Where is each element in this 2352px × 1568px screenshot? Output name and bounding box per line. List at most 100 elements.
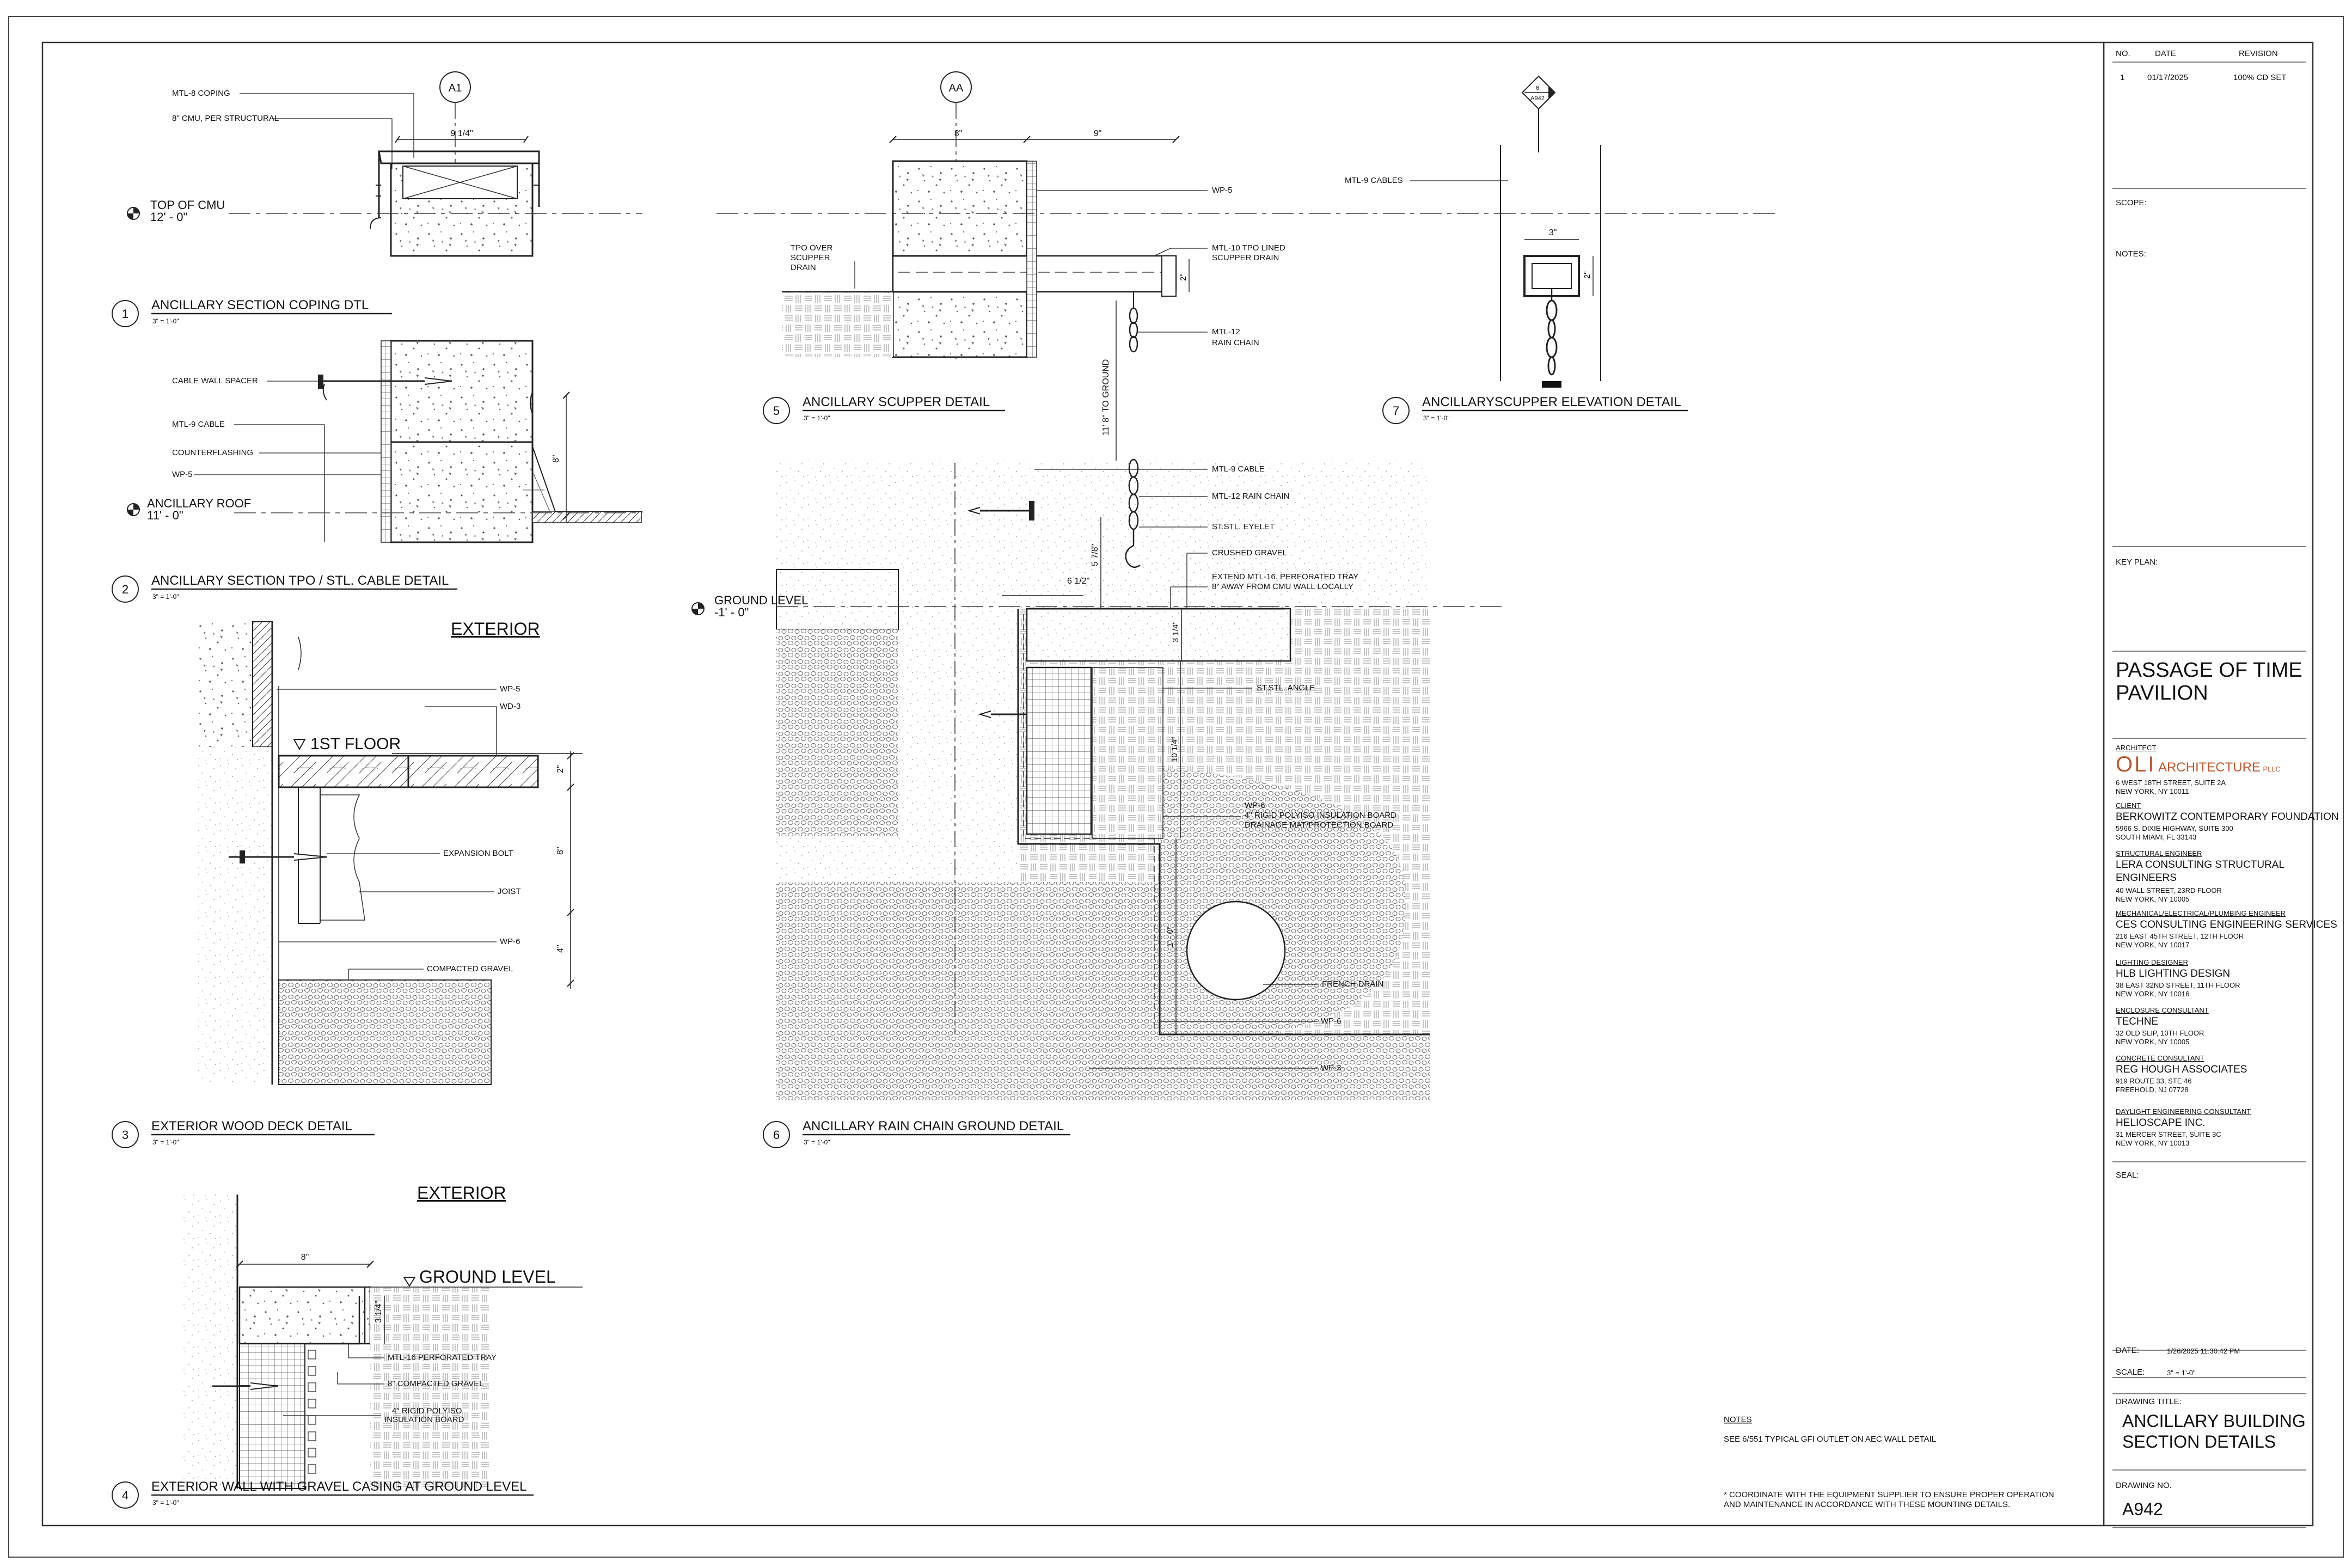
svg-text:MTL-12: MTL-12 bbox=[1212, 327, 1240, 336]
grid-bubble-aa-text: AA bbox=[949, 82, 964, 94]
scale-label: SCALE: bbox=[2116, 1368, 2145, 1377]
scope-label: SCOPE: bbox=[2116, 198, 2147, 207]
svg-text:MTL-9 CABLE: MTL-9 CABLE bbox=[172, 420, 225, 429]
lighting-addr1: 38 EAST 32ND STREET, 11TH FLOOR bbox=[2116, 981, 2240, 989]
title-block-border bbox=[2103, 41, 2314, 1527]
svg-text:4": 4" bbox=[556, 945, 565, 953]
detail-6-rain-chain-ground: 6 1/2" 5 7/8" 3 1/4" 10 1/4" 1' - 0" MTL… bbox=[691, 458, 1503, 1148]
svg-text:3" = 1'-0": 3" = 1'-0" bbox=[152, 1138, 179, 1146]
svg-text:10 1/4": 10 1/4" bbox=[1170, 737, 1179, 762]
architect-role: ARCHITECT bbox=[2116, 744, 2157, 752]
svg-text:EXTEND MTL-16. PERFORATED TRAY: EXTEND MTL-16. PERFORATED TRAY bbox=[1212, 572, 1358, 581]
svg-text:WD-3: WD-3 bbox=[500, 702, 520, 711]
concrete-addr2: FREEHOLD, NJ 07728 bbox=[2116, 1086, 2189, 1094]
svg-text:ANCILLARY SCUPPER DETAIL: ANCILLARY SCUPPER DETAIL bbox=[803, 395, 990, 409]
svg-text:TPO OVER: TPO OVER bbox=[791, 243, 833, 253]
svg-text:2": 2" bbox=[1179, 273, 1188, 281]
svg-text:3 1/4": 3 1/4" bbox=[1171, 621, 1180, 642]
svg-text:3" = 1'-0": 3" = 1'-0" bbox=[152, 593, 179, 601]
svg-text:9 1/4": 9 1/4" bbox=[450, 129, 473, 138]
svg-text:6: 6 bbox=[1536, 85, 1539, 91]
client-addr2: SOUTH MIAMI, FL 33143 bbox=[2116, 833, 2197, 841]
mep-role: MECHANICAL/ELECTRICAL/PLUMBING ENGINEER bbox=[2116, 909, 2286, 917]
svg-text:ANCILLARYSCUPPER ELEVATION DET: ANCILLARYSCUPPER ELEVATION DETAIL bbox=[1422, 395, 1681, 409]
lighting-addr2: NEW YORK, NY 10016 bbox=[2116, 990, 2190, 998]
svg-text:WP-6: WP-6 bbox=[500, 937, 520, 946]
svg-text:11' - 0": 11' - 0" bbox=[147, 509, 183, 522]
level-ground: GROUND LEVEL -1' - 0" bbox=[691, 593, 1503, 619]
lighting-name: HLB LIGHTING DESIGN bbox=[2116, 968, 2231, 979]
svg-text:MTL-10 TPO LINED: MTL-10 TPO LINED bbox=[1212, 243, 1285, 253]
lighting-role: LIGHTING DESIGNER bbox=[2116, 958, 2188, 966]
svg-text:8": 8" bbox=[954, 129, 963, 138]
client-addr1: 5966 S. DIXIE HIGHWAY, SUITE 300 bbox=[2116, 824, 2233, 832]
date-label: DATE: bbox=[2116, 1346, 2140, 1355]
level-first-floor: 1ST FLOOR bbox=[293, 735, 583, 754]
svg-text:INSULATION BOARD: INSULATION BOARD bbox=[384, 1415, 464, 1424]
drawing-number: A942 bbox=[2122, 1499, 2163, 1519]
mep-name: CES CONSULTING ENGINEERING SERVICES bbox=[2116, 919, 2337, 930]
svg-text:ANCILLARY RAIN CHAIN GROUND DE: ANCILLARY RAIN CHAIN GROUND DETAIL bbox=[803, 1119, 1064, 1134]
architect-logo: OLI ARCHITECTURE PLLC bbox=[2116, 752, 2281, 777]
svg-text:8": 8" bbox=[556, 847, 565, 855]
svg-text:1' - 0": 1' - 0" bbox=[1166, 927, 1175, 947]
svg-text:SCUPPER: SCUPPER bbox=[791, 253, 830, 262]
svg-text:WP-5: WP-5 bbox=[500, 684, 520, 694]
level-ancillary-roof: ANCILLARY ROOF 11' - 0" bbox=[127, 497, 642, 522]
concrete-role: CONCRETE CONSULTANT bbox=[2116, 1054, 2204, 1062]
svg-text:ANCILLARY SECTION TPO / STL. C: ANCILLARY SECTION TPO / STL. CABLE DETAI… bbox=[151, 573, 449, 588]
seal-label: SEAL: bbox=[2116, 1171, 2139, 1180]
svg-text:3" = 1'-0": 3" = 1'-0" bbox=[804, 1138, 830, 1146]
date-value: 1/26/2025 11:30:42 PM bbox=[2167, 1347, 2240, 1355]
svg-text:3": 3" bbox=[1549, 228, 1557, 237]
structural-name2: ENGINEERS bbox=[2116, 872, 2177, 884]
section-marker: 6 A942 bbox=[1521, 75, 1556, 152]
svg-text:* COORDINATE WITH THE EQUIPMEN: * COORDINATE WITH THE EQUIPMENT SUPPLIER… bbox=[1724, 1490, 2054, 1499]
architect-addr1: 6 WEST 18TH STREET, SUITE 2A bbox=[2116, 779, 2226, 787]
svg-text:GROUND LEVEL: GROUND LEVEL bbox=[714, 593, 808, 607]
scale-value: 3" = 1'-0" bbox=[2167, 1369, 2196, 1377]
svg-text:-1' - 0": -1' - 0" bbox=[714, 605, 749, 619]
svg-text:COUNTERFLASHING: COUNTERFLASHING bbox=[172, 448, 253, 457]
rain-chain-top bbox=[1129, 307, 1138, 353]
architect-logo-mark: OLI bbox=[2116, 752, 2156, 776]
svg-text:MTL-9 CABLES: MTL-9 CABLES bbox=[1345, 176, 1403, 185]
title-block-rules bbox=[2112, 62, 2306, 1528]
client-name: BERKOWITZ CONTEMPORARY FOUNDATION bbox=[2116, 811, 2339, 823]
svg-text:7: 7 bbox=[1393, 404, 1399, 418]
svg-text:2: 2 bbox=[122, 583, 128, 596]
svg-text:3 1/4": 3 1/4" bbox=[374, 1301, 383, 1323]
svg-text:ANCILLARY ROOF: ANCILLARY ROOF bbox=[147, 497, 251, 510]
structural-name: LERA CONSULTING STRUCTURAL bbox=[2116, 859, 2285, 871]
svg-text:MTL-9 CABLE: MTL-9 CABLE bbox=[1212, 464, 1265, 474]
svg-text:11' 8" TO GROUND: 11' 8" TO GROUND bbox=[1101, 359, 1111, 436]
detail-5-scupper: AA 8" 9" 2" 11' 8" TO GROUND WP-5 TPO OV… bbox=[716, 71, 1775, 642]
outer-border bbox=[8, 16, 2344, 1558]
project-title-line2: PAVILION bbox=[2116, 682, 2208, 705]
svg-text:EXTERIOR: EXTERIOR bbox=[451, 619, 540, 639]
svg-text:MTL-8 COPING: MTL-8 COPING bbox=[172, 89, 230, 98]
svg-text:AND MAINTENANCE IN ACCORDANCE: AND MAINTENANCE IN ACCORDANCE WITH THESE… bbox=[1724, 1500, 2010, 1509]
svg-text:3" = 1'-0": 3" = 1'-0" bbox=[152, 317, 179, 325]
svg-text:MTL-16 PERFORATED TRAY: MTL-16 PERFORATED TRAY bbox=[388, 1353, 497, 1362]
svg-text:CABLE WALL SPACER: CABLE WALL SPACER bbox=[172, 376, 258, 385]
svg-text:5 7/8": 5 7/8" bbox=[1091, 544, 1100, 566]
svg-text:8" CMU, PER STRUCTURAL: 8" CMU, PER STRUCTURAL bbox=[172, 114, 279, 123]
svg-text:NOTES: NOTES bbox=[1724, 1415, 1752, 1424]
daylight-role: DAYLIGHT ENGINEERING CONSULTANT bbox=[2116, 1107, 2251, 1116]
svg-text:4" RIGID POLYISO INSULATION BO: 4" RIGID POLYISO INSULATION BOARD bbox=[1245, 811, 1396, 820]
svg-text:8" COMPACTED GRAVEL: 8" COMPACTED GRAVEL bbox=[388, 1379, 483, 1388]
client-role: CLIENT bbox=[2116, 801, 2141, 810]
cable-wall-spacer bbox=[318, 375, 452, 401]
svg-text:9": 9" bbox=[1094, 129, 1102, 138]
structural-role: STRUCTURAL ENGINEER bbox=[2116, 849, 2202, 857]
svg-text:WP-6: WP-6 bbox=[1321, 1016, 1342, 1026]
detail-3-wood-deck: EXTERIOR WP-5 WD-3 EXPANSION BOLT JOIST … bbox=[112, 619, 583, 1148]
svg-text:6: 6 bbox=[773, 1128, 780, 1142]
svg-text:8" AWAY FROM CMU WALL LOCALLY: 8" AWAY FROM CMU WALL LOCALLY bbox=[1212, 582, 1353, 591]
svg-text:DRAINAGE MAT/PROTECTION BOARD: DRAINAGE MAT/PROTECTION BOARD bbox=[1245, 820, 1393, 830]
svg-text:4: 4 bbox=[122, 1489, 128, 1502]
svg-text:6 1/2": 6 1/2" bbox=[1067, 577, 1089, 586]
detail-2-tpo-cable: 8" CABLE WALL SPACER MTL-9 CABLE COUNTER… bbox=[112, 340, 642, 603]
